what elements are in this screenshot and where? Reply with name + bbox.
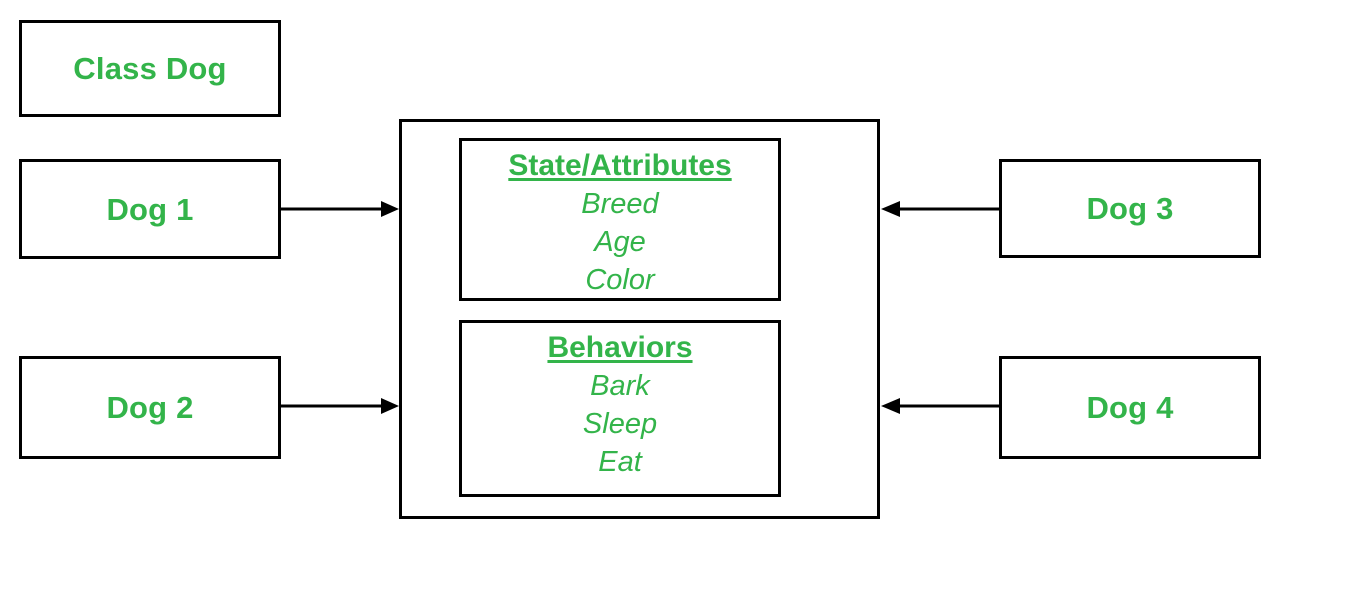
behaviors-item-bark: Bark: [590, 370, 650, 402]
dog-2-box[interactable]: Dog 2: [19, 356, 281, 459]
dog-4-box[interactable]: Dog 4: [999, 356, 1261, 459]
arrow-dog4-to-class: [881, 398, 1000, 414]
arrow-dog3-to-class: [881, 201, 1000, 217]
behaviors-box[interactable]: Behaviors Bark Sleep Eat: [459, 320, 781, 497]
state-attributes-box[interactable]: State/Attributes Breed Age Color: [459, 138, 781, 301]
dog-1-label: Dog 1: [106, 191, 194, 227]
state-attributes-title: State/Attributes: [508, 149, 732, 182]
behaviors-title: Behaviors: [547, 331, 693, 364]
arrow-dog1-to-class: [281, 201, 399, 217]
class-dog-label: Class Dog: [73, 51, 227, 86]
dog-3-label: Dog 3: [1086, 191, 1174, 226]
behaviors-item-sleep: Sleep: [582, 408, 658, 440]
state-attributes-item-breed: Breed: [581, 188, 659, 220]
dog-2-label: Dog 2: [106, 390, 194, 425]
dog-1-box[interactable]: Dog 1: [19, 159, 281, 259]
state-attributes-item-color: Color: [585, 264, 655, 296]
behaviors-item-eat: Eat: [598, 446, 642, 478]
class-dog-box[interactable]: Class Dog: [19, 20, 281, 117]
dog-4-label: Dog 4: [1086, 390, 1174, 425]
arrow-dog2-to-class: [281, 398, 399, 414]
class-container-box[interactable]: State/Attributes Breed Age Color Behavio…: [399, 119, 880, 519]
state-attributes-item-age: Age: [594, 226, 646, 258]
dog-3-box[interactable]: Dog 3: [999, 159, 1261, 258]
